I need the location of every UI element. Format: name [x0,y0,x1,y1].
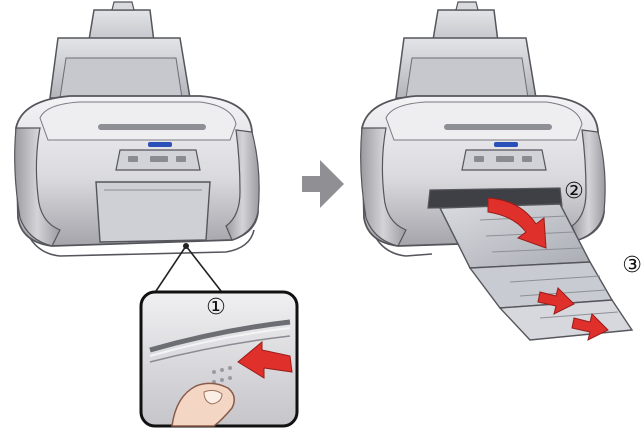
front-cover [95,181,211,243]
top-slot [444,124,552,130]
printer-open [360,1,634,341]
power-button-blue [494,142,518,147]
step-3-label: ③ [622,253,642,278]
down-right-arrow-icon [571,313,609,341]
right-arrow-icon [302,160,344,208]
step-2-label: ② [564,179,584,204]
down-right-arrow-icon [537,287,575,315]
printer-closed [14,1,260,257]
output-slot [427,187,563,209]
paper-support [49,1,191,99]
process-arrow [302,160,344,208]
paper-support [395,1,537,99]
top-slot [98,124,206,130]
zoom-inset: ① [139,290,299,428]
output-tray-extended [438,203,634,341]
step-1-label: ① [206,295,226,320]
power-button-blue [148,142,172,147]
curved-arrow-icon [487,197,547,249]
press-arrow-icon [237,340,293,379]
